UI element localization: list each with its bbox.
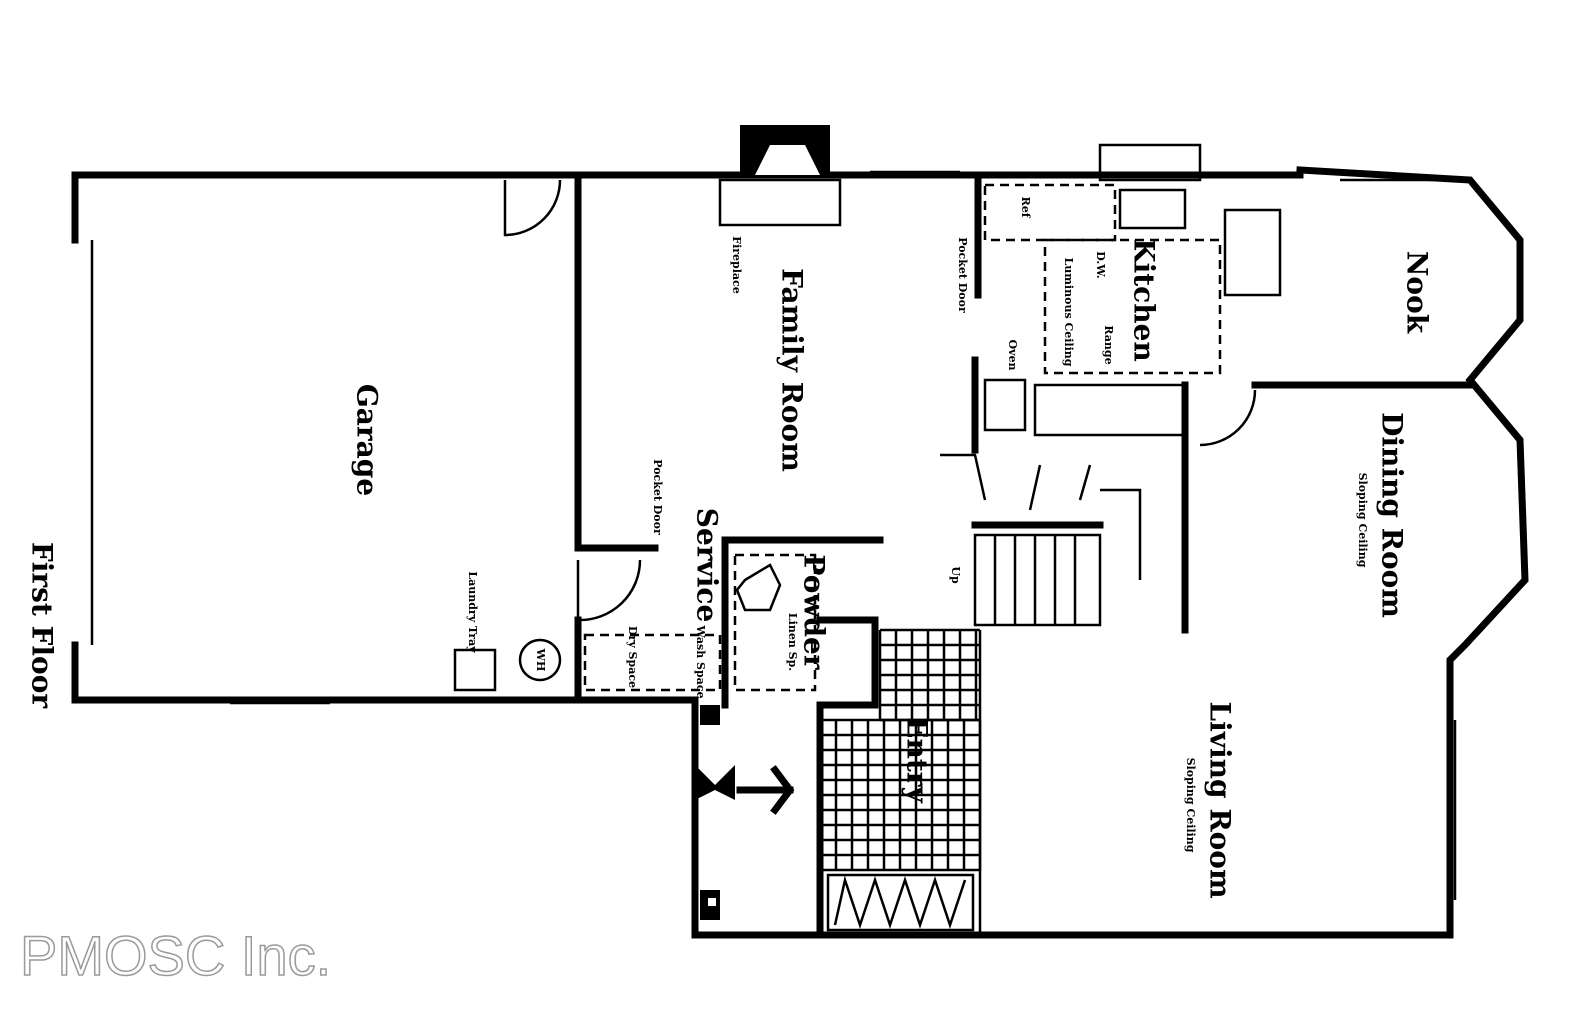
- note-dry-space: Dry Space: [626, 626, 639, 688]
- note-fireplace: Fireplace: [730, 236, 743, 293]
- kitchen-fixtures: [983, 183, 1282, 437]
- note-wh: WH: [534, 648, 547, 672]
- note-wash-space: Wash Space: [694, 624, 707, 698]
- room-label-nook: Nook: [1401, 251, 1434, 334]
- plan-title: First Floor: [26, 542, 59, 710]
- room-label-entry: Entry: [901, 717, 934, 803]
- room-label-powder: Powder: [798, 554, 831, 670]
- note-living-ceiling: Sloping Ceiling: [1184, 758, 1197, 853]
- note-up: Up: [949, 566, 962, 584]
- note-dw: D.W.: [1094, 251, 1107, 278]
- note-pocket-door: Pocket Door: [651, 459, 664, 535]
- entry-tile: [818, 628, 982, 935]
- walls: [71, 125, 1529, 939]
- room-label-family-room: Family Room: [776, 268, 809, 472]
- closet: [826, 873, 975, 932]
- room-label-service: Service: [691, 508, 724, 623]
- note-range: Range: [1102, 325, 1115, 364]
- note-luminous-ceiling: Luminous Ceiling: [1062, 258, 1075, 367]
- note-pocket-door: Pocket Door: [956, 237, 969, 313]
- note-dining-ceiling: Sloping Ceiling: [1356, 473, 1369, 568]
- note-laundry-tray: Laundry Tray: [466, 571, 479, 653]
- note-ref: Ref: [1019, 197, 1032, 219]
- note-oven: Oven: [1006, 340, 1019, 371]
- room-label-living-room: Living Room: [1204, 701, 1237, 898]
- room-label-kitchen: Kitchen: [1128, 238, 1161, 361]
- room-label-dining-room: Dining Room: [1376, 412, 1409, 618]
- stairs: [940, 453, 1142, 627]
- entry-arrow-icon: [736, 765, 795, 815]
- watermark: PMOSC Inc.: [20, 924, 331, 987]
- room-label-garage: Garage: [351, 384, 384, 496]
- note-linen: Linen Sp.: [786, 613, 799, 671]
- service-fixtures: [453, 553, 817, 920]
- north-arrow-icon: [695, 765, 735, 800]
